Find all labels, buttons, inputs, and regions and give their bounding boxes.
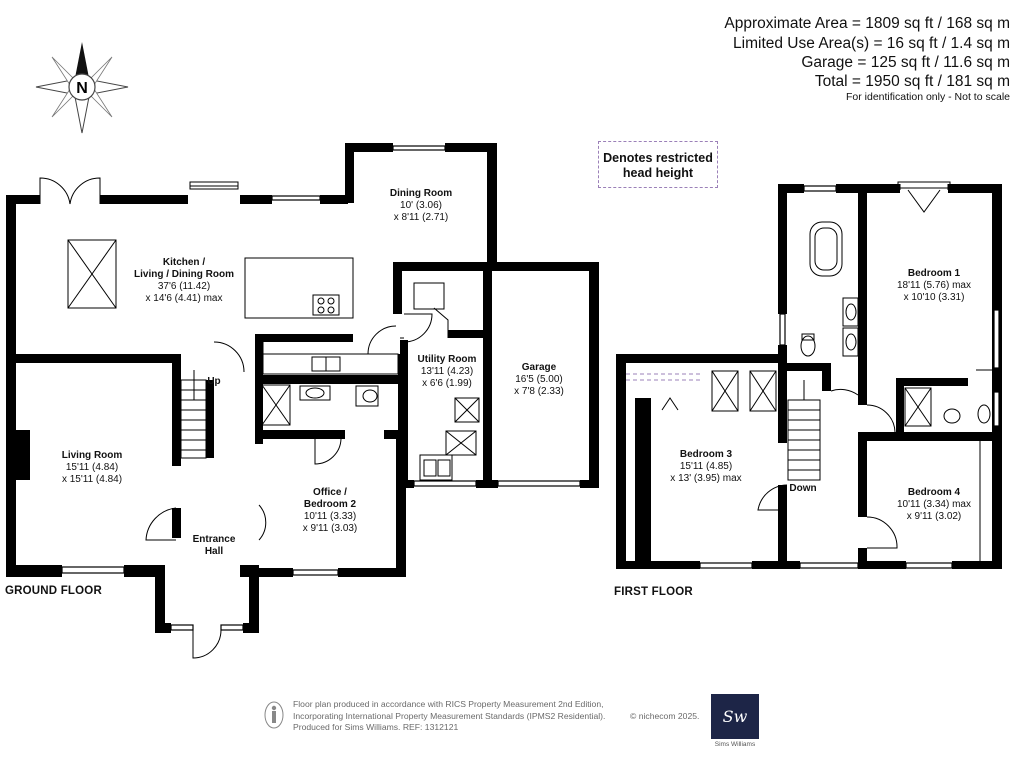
office-name-2: Bedroom 2 — [304, 499, 357, 510]
person-scale-icon — [264, 701, 284, 729]
bedroom-4-name: Bedroom 4 — [908, 487, 961, 498]
legend-line-2: head height — [622, 166, 694, 180]
garage-dim2: x 7'8 (2.33) — [514, 386, 564, 397]
stairs-down-label: Down — [789, 483, 816, 494]
first-floor-fixtures — [626, 181, 1000, 561]
kitchen-name-1: Kitchen / — [163, 257, 205, 268]
garage-name: Garage — [522, 362, 557, 373]
office-name-1: Office / — [313, 487, 347, 498]
first-floor-walls — [616, 184, 1002, 569]
bedroom-1-dim2: x 10'10 (3.31) — [904, 292, 965, 303]
footer-line-2: Incorporating International Property Mea… — [293, 710, 606, 721]
agency-name: Sims Williams — [714, 741, 756, 748]
dining-room-name: Dining Room — [390, 188, 452, 199]
living-room-dim2: x 15'11 (4.84) — [62, 474, 122, 485]
living-room-name: Living Room — [62, 450, 123, 461]
first-floor-room-labels: Bedroom 1 18'11 (5.76) max x 10'10 (3.31… — [670, 268, 971, 522]
first-floor-label: FIRST FLOOR — [614, 586, 693, 598]
bedroom-3-name: Bedroom 3 — [680, 449, 733, 460]
footer-line-1: Floor plan produced in accordance with R… — [293, 699, 604, 709]
copyright-text: © nichecom 2025. — [630, 711, 700, 721]
footer-line-3: Produced for Sims Williams. REF: 1312121 — [293, 722, 459, 732]
restricted-height-legend: Denotes restricted head height — [598, 141, 718, 188]
compass-rose-icon: N — [35, 42, 129, 134]
utility-room-name: Utility Room — [418, 354, 477, 365]
legend-line-1: Denotes restricted — [603, 151, 713, 165]
garage-dim1: 16'5 (5.00) — [515, 374, 563, 385]
kitchen-dim2: x 14'6 (4.41) max — [146, 293, 223, 304]
area-limited-use: Limited Use Area(s) = 16 sq ft / 1.4 sq … — [733, 35, 1010, 52]
kitchen-dim1: 37'6 (11.42) — [158, 281, 210, 292]
bedroom-1-dim1: 18'11 (5.76) max — [897, 280, 971, 291]
ground-floor-walls — [6, 143, 599, 633]
utility-room-dim1: 13'11 (4.23) — [421, 366, 473, 377]
bedroom-4-dim2: x 9'11 (3.02) — [907, 511, 962, 522]
bedroom-4-dim1: 10'11 (3.34) max — [897, 499, 971, 510]
footer-disclaimer: Floor plan produced in accordance with R… — [293, 699, 605, 734]
kitchen-name-2: Living / Dining Room — [134, 269, 234, 280]
utility-room-dim2: x 6'6 (1.99) — [422, 378, 472, 389]
entrance-hall-name-2: Hall — [205, 546, 224, 557]
first-floor-windows — [699, 185, 1000, 569]
bedroom-3-dim1: 15'11 (4.85) — [680, 461, 732, 472]
agency-logo: Sw — [711, 694, 759, 739]
ground-floor-label: GROUND FLOOR — [5, 585, 102, 597]
identification-note: For identification only - Not to scale — [846, 91, 1010, 103]
ground-floor-fixtures — [39, 177, 480, 659]
living-room-dim1: 15'11 (4.84) — [66, 462, 118, 473]
ground-floor-room-labels: Dining Room 10' (3.06) x 8'11 (2.71) Kit… — [62, 188, 564, 557]
dining-room-dim2: x 8'11 (2.71) — [394, 212, 449, 223]
dining-room-dim1: 10' (3.06) — [400, 200, 442, 211]
bedroom-3-dim2: x 13' (3.95) max — [670, 473, 741, 484]
stairs-up-label: Up — [207, 376, 220, 387]
entrance-hall-name-1: Entrance — [193, 534, 236, 545]
office-dim2: x 9'11 (3.03) — [303, 523, 358, 534]
area-garage: Garage = 125 sq ft / 11.6 sq m — [801, 54, 1010, 71]
bedroom-1-name: Bedroom 1 — [908, 268, 961, 279]
area-approximate: Approximate Area = 1809 sq ft / 168 sq m — [724, 15, 1010, 32]
compass-north-letter: N — [76, 80, 88, 97]
office-dim1: 10'11 (3.33) — [304, 511, 356, 522]
area-total: Total = 1950 sq ft / 181 sq m — [814, 73, 1010, 90]
ground-floor-windows — [61, 145, 581, 631]
